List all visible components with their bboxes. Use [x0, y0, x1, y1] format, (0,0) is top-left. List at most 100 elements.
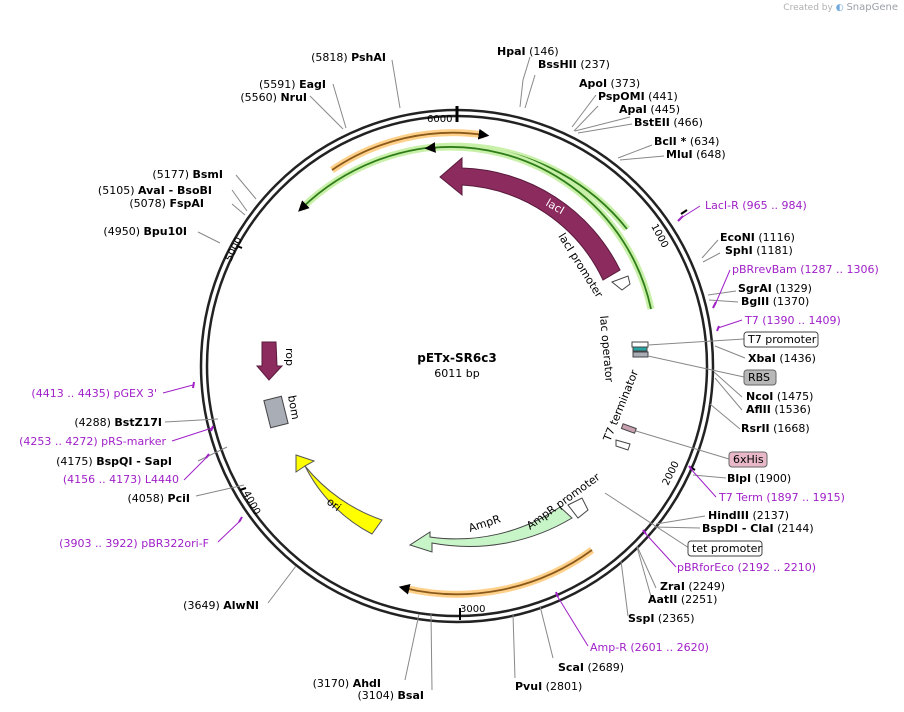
restriction-site-label: BstEII (466) [634, 116, 703, 129]
site-position: (237) [577, 58, 610, 71]
site-name: NcoI [746, 390, 773, 403]
site-name: BssHII [538, 58, 577, 71]
site-position: (2144) [774, 522, 814, 535]
restriction-site-label: SspI (2365) [628, 612, 695, 625]
tick-label: 3000 [460, 604, 485, 615]
primer-label: T7 (1390 .. 1409) [744, 314, 841, 327]
site-name: AatII [648, 593, 677, 606]
plasmid-name: pETx-SR6c3 [417, 351, 496, 365]
primer-arc-top-line [331, 128, 490, 171]
primer-label: (3903 .. 3922) pBR322ori-F [59, 537, 209, 550]
site-position: (2689) [584, 661, 624, 674]
site-name: AhdI [353, 677, 381, 690]
feature-arrows [255, 128, 655, 598]
site-position: (3104) [357, 689, 397, 702]
primer-range: (3903 .. 3922) [59, 537, 141, 550]
site-position: (5591) [259, 78, 299, 91]
laci-arrow [439, 156, 621, 281]
boxed-label-rbs-text: RBS [748, 371, 770, 384]
restriction-site-label: ApaI (445) [619, 103, 680, 116]
primer-name: Amp-R [590, 641, 630, 654]
primer-arc-green-b-line [424, 142, 652, 310]
primer-label: (4413 .. 4435) pGEX 3' [31, 387, 157, 400]
feature-label-rop: rop [283, 348, 296, 366]
restriction-site-label: ApoI (373) [579, 77, 640, 90]
site-position: (5078) [129, 197, 169, 210]
site-position: (146) [526, 45, 559, 58]
site-position: (441) [645, 90, 678, 103]
rop-arrow [255, 341, 284, 381]
site-name: Bpu10I [144, 225, 188, 238]
primer-range: (1390 .. 1409) [762, 314, 841, 327]
restriction-site-label: ScaI (2689) [558, 661, 624, 674]
restriction-site-label: (4950) Bpu10I [103, 225, 187, 238]
site-name: AvaI - BsoBI [138, 184, 212, 197]
site-name: ScaI [558, 661, 584, 674]
site-position: (373) [607, 77, 640, 90]
site-position: (1116) [755, 231, 795, 244]
site-name: BclI * [654, 135, 687, 148]
snapgene-credit: Created by ◐ SnapGene [783, 2, 898, 13]
rbs-box [632, 351, 649, 358]
site-name: HindIII [708, 509, 749, 522]
primer-name: pRS-marker [101, 435, 166, 448]
site-name: EagI [299, 78, 326, 91]
restriction-site-label: MluI (648) [666, 148, 726, 161]
boxed-label-t7-promoter-text: T7 promoter [747, 333, 817, 346]
site-position: (445) [647, 103, 680, 116]
site-position: (2801) [542, 680, 582, 693]
restriction-site-label: BlpI (1900) [727, 472, 791, 485]
boxed-label-tet-promoter-text: tet promoter [692, 542, 762, 555]
restriction-site-label: (5591) EagI [259, 78, 326, 91]
boxed-label-6xhis-text: 6xHis [733, 453, 764, 466]
site-position: (4950) [103, 225, 143, 238]
site-name: BsaI [398, 689, 424, 702]
site-position: (1900) [751, 472, 791, 485]
restriction-site-label: (5105) AvaI - BsoBI [98, 184, 212, 197]
tick-mark [680, 209, 688, 215]
tick-mark [239, 487, 247, 491]
primer-labels: LacI-R (965 .. 984)pBRrevBam (1287 .. 13… [19, 199, 879, 654]
restriction-site-label: BssHII (237) [538, 58, 610, 71]
primer-name: pBRrevBam [732, 263, 800, 276]
primer-range: (2601 .. 2620) [630, 641, 709, 654]
primer-range: (965 .. 984) [742, 199, 807, 212]
feature-label-ampr: AmpR [467, 512, 503, 535]
site-name: BstZ17I [114, 416, 162, 429]
primer-name: T7 Term [718, 491, 766, 504]
snapgene-logo-icon: ◐ [835, 3, 844, 13]
site-position: (1181) [753, 244, 793, 257]
site-name: PvuI [515, 680, 542, 693]
boxed-label-6xhis: 6xHis [635, 430, 768, 468]
feature-label-bom: bom [285, 394, 302, 420]
ampr-arrow [408, 506, 573, 553]
site-name: AlwNI [223, 599, 259, 612]
tick-label: 1000 [648, 222, 670, 250]
ori-arrow [295, 454, 383, 535]
primer-label: (4156 .. 4173) L4440 [63, 473, 179, 486]
site-position: (2137) [749, 509, 789, 522]
his-tag-box [620, 423, 637, 434]
restriction-site-label: (5560) NruI [240, 91, 307, 104]
restriction-site-label: BclI * (634) [654, 135, 719, 148]
primer-range: (4413 .. 4435) [31, 387, 113, 400]
restriction-site-label: EcoNI (1116) [720, 231, 795, 244]
site-position: (5105) [98, 184, 138, 197]
credit-prefix: Created by [783, 3, 833, 13]
site-position: (5818) [311, 51, 351, 64]
site-name: HpaI [497, 45, 526, 58]
bom-box [263, 395, 289, 429]
restriction-site-label: (5078) FspAI [129, 197, 204, 210]
primer-arc-bottom-line [398, 549, 593, 596]
site-position: (4058) [127, 492, 167, 505]
site-position: (1536) [771, 403, 811, 416]
site-name: PciI [168, 492, 190, 505]
restriction-site-label: AflII (1536) [746, 403, 811, 416]
laci-promoter-arrow [611, 275, 631, 291]
restriction-site-label: (5177) BsmI [152, 168, 223, 181]
restriction-site-label: ZraI (2249) [660, 580, 725, 593]
boxed-label-tet-promoter: tet promoter [604, 492, 763, 557]
site-position: (5177) [152, 168, 192, 181]
site-name: SspI [628, 612, 654, 625]
